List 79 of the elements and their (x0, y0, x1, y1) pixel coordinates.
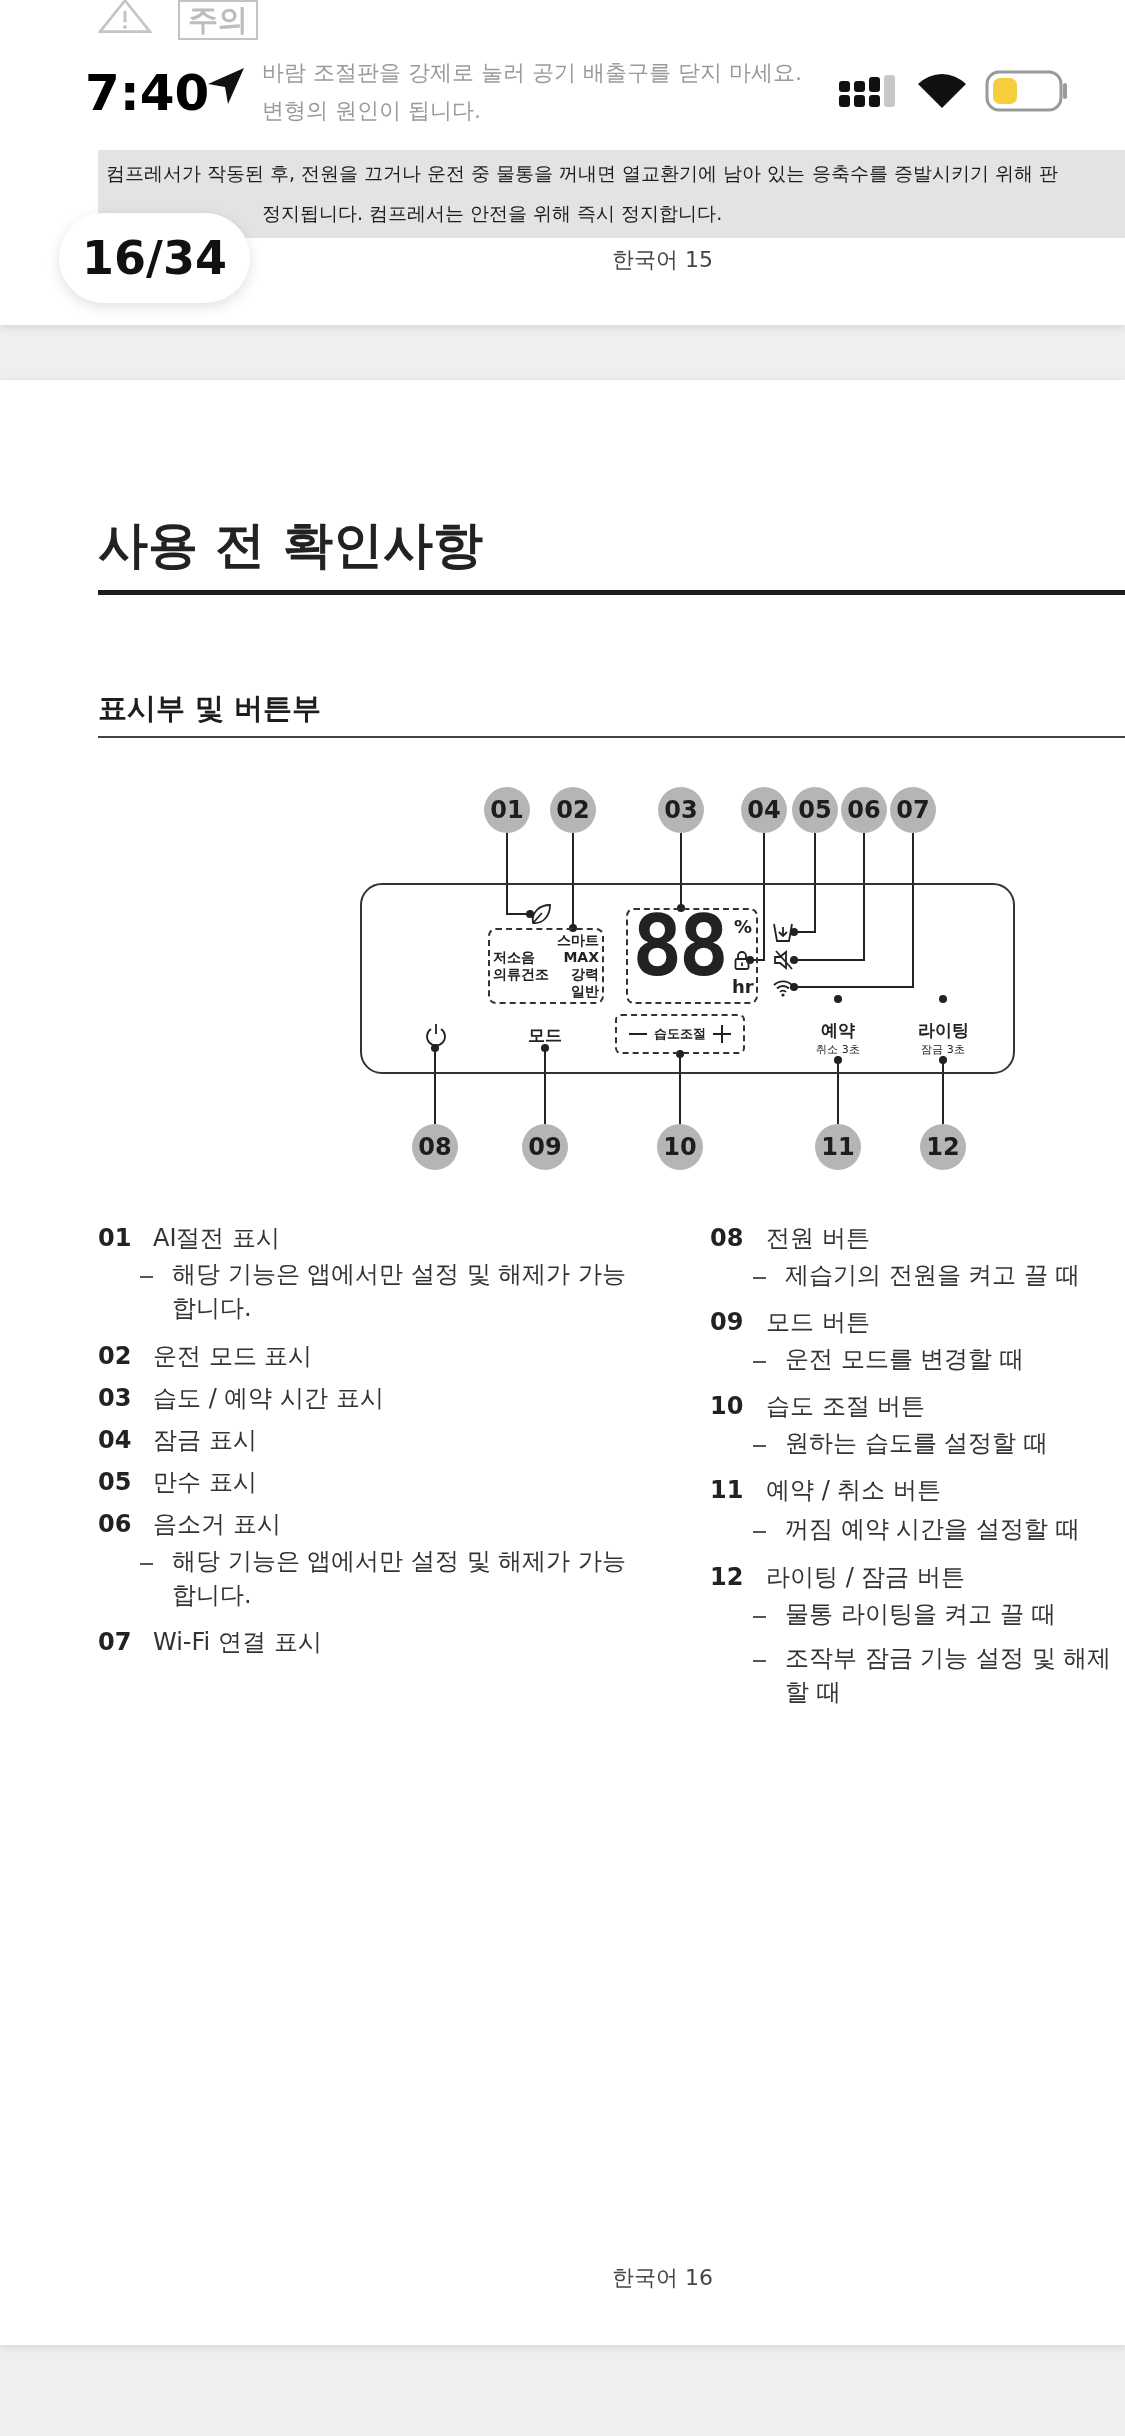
item-note: 물통 라이팅을 켜고 끌 때 (785, 1599, 1057, 1630)
control-panel (360, 883, 1015, 1074)
unit-label: hr (732, 976, 754, 997)
leader-line (675, 1049, 685, 1125)
leader-line (568, 832, 578, 933)
item-title: Wi-Fi 연결 표시 (153, 1627, 322, 1658)
item-number: 04 (98, 1425, 132, 1456)
item-number: 09 (710, 1307, 744, 1338)
item-title: 음소거 표시 (153, 1509, 281, 1540)
item-title: 전원 버튼 (766, 1223, 870, 1254)
status-time: 7:40 (85, 63, 210, 124)
leader-line (430, 1043, 440, 1125)
unit-label: % (734, 916, 753, 937)
item-note: 운전 모드를 변경할 때 (785, 1344, 1025, 1375)
item-title: 라이팅 / 잠금 버튼 (766, 1562, 965, 1593)
leader-line (938, 1055, 948, 1125)
button-label: 예약 (821, 1019, 855, 1042)
mute-icon (772, 949, 794, 971)
caution-heading: 주의 (178, 0, 258, 40)
item-note: 꺼짐 예약 시간을 설정할 때 (785, 1514, 1081, 1545)
lock-icon (734, 950, 750, 970)
humidity-control (615, 1014, 745, 1054)
item-title: AI절전 표시 (153, 1223, 281, 1254)
item-title: 만수 표시 (153, 1467, 257, 1498)
item-title: 운전 모드 표시 (153, 1341, 313, 1372)
note-text: 컴프레서가 작동된 후, 전원을 끄거나 운전 중 물통을 꺼내면 열교환기에 남아 있는 응축수를 증발시키기 위해 판 (106, 161, 1058, 186)
note-text: 정지됩니다. 컴프레서는 안전을 위해 즉시 정지합니다. (262, 201, 723, 226)
hold-hint: 잠금 3초 (921, 1042, 965, 1058)
item-number: 06 (98, 1509, 132, 1540)
digit-display: 88 (632, 904, 726, 988)
leader-line (833, 1055, 843, 1125)
leaf-icon (530, 902, 552, 926)
mode-label: 의류건조 (493, 966, 549, 983)
item-number: 01 (98, 1223, 132, 1254)
item-number: 10 (710, 1391, 744, 1422)
page-footer: 한국어 16 (612, 2263, 713, 2294)
leader-line (745, 832, 765, 965)
power-icon (424, 1022, 448, 1048)
item-title: 습도 조절 버튼 (766, 1391, 926, 1422)
page-title: 사용 전 확인사항 (98, 515, 483, 576)
button-label: 모드 (521, 1022, 569, 1048)
section-heading: 표시부 및 버튼부 (98, 690, 322, 727)
page-footer: 한국어 15 (612, 245, 713, 276)
item-number: 02 (98, 1341, 132, 1372)
button-label: 습도조절 (654, 1025, 706, 1043)
hold-hint: 취소 3초 (816, 1042, 860, 1058)
body-text: 바람 조절판을 강제로 눌러 공기 배출구를 닫지 마세요. (262, 59, 802, 87)
leader-line (676, 832, 686, 913)
mode-label: 일반 (571, 983, 599, 1000)
item-number: 03 (98, 1383, 132, 1414)
mode-label: 스마트 (557, 932, 599, 949)
leader-line (789, 832, 816, 937)
leader-line (506, 832, 535, 919)
leader-line (789, 832, 914, 992)
item-note: 원하는 습도를 설정할 때 (785, 1428, 1049, 1459)
display-window (626, 908, 758, 1004)
leader-line (540, 1043, 550, 1125)
button-label: 라이팅 (917, 1019, 969, 1042)
item-note: 해당 기능은 앱에서만 설정 및 해제가 가능합니다. (172, 1259, 627, 1324)
item-title: 습도 / 예약 시간 표시 (153, 1383, 384, 1414)
item-note: 해당 기능은 앱에서만 설정 및 해제가 가능합니다. (172, 1546, 627, 1611)
item-number: 12 (710, 1562, 744, 1593)
item-number: 08 (710, 1223, 744, 1254)
item-number: 11 (710, 1475, 744, 1506)
item-title: 모드 버튼 (766, 1307, 870, 1338)
item-title: 잠금 표시 (153, 1425, 257, 1456)
item-number: 05 (98, 1467, 132, 1498)
item-title: 예약 / 취소 버튼 (766, 1475, 941, 1506)
item-note: 조작부 잠금 기능 설정 및 해제할 때 (785, 1643, 1113, 1708)
mode-label: 저소음 (493, 949, 535, 966)
item-note: 제습기의 전원을 켜고 끌 때 (785, 1260, 1081, 1291)
leader-line (789, 832, 865, 965)
mode-indicator-panel (488, 928, 604, 1004)
mode-label: 강력 (571, 966, 599, 983)
body-text: 변형의 원인이 됩니다. (262, 97, 481, 125)
water-tank-icon (772, 921, 794, 943)
item-number: 07 (98, 1627, 132, 1658)
page-counter: 16/34 (59, 213, 250, 303)
mode-label: MAX (563, 949, 599, 966)
